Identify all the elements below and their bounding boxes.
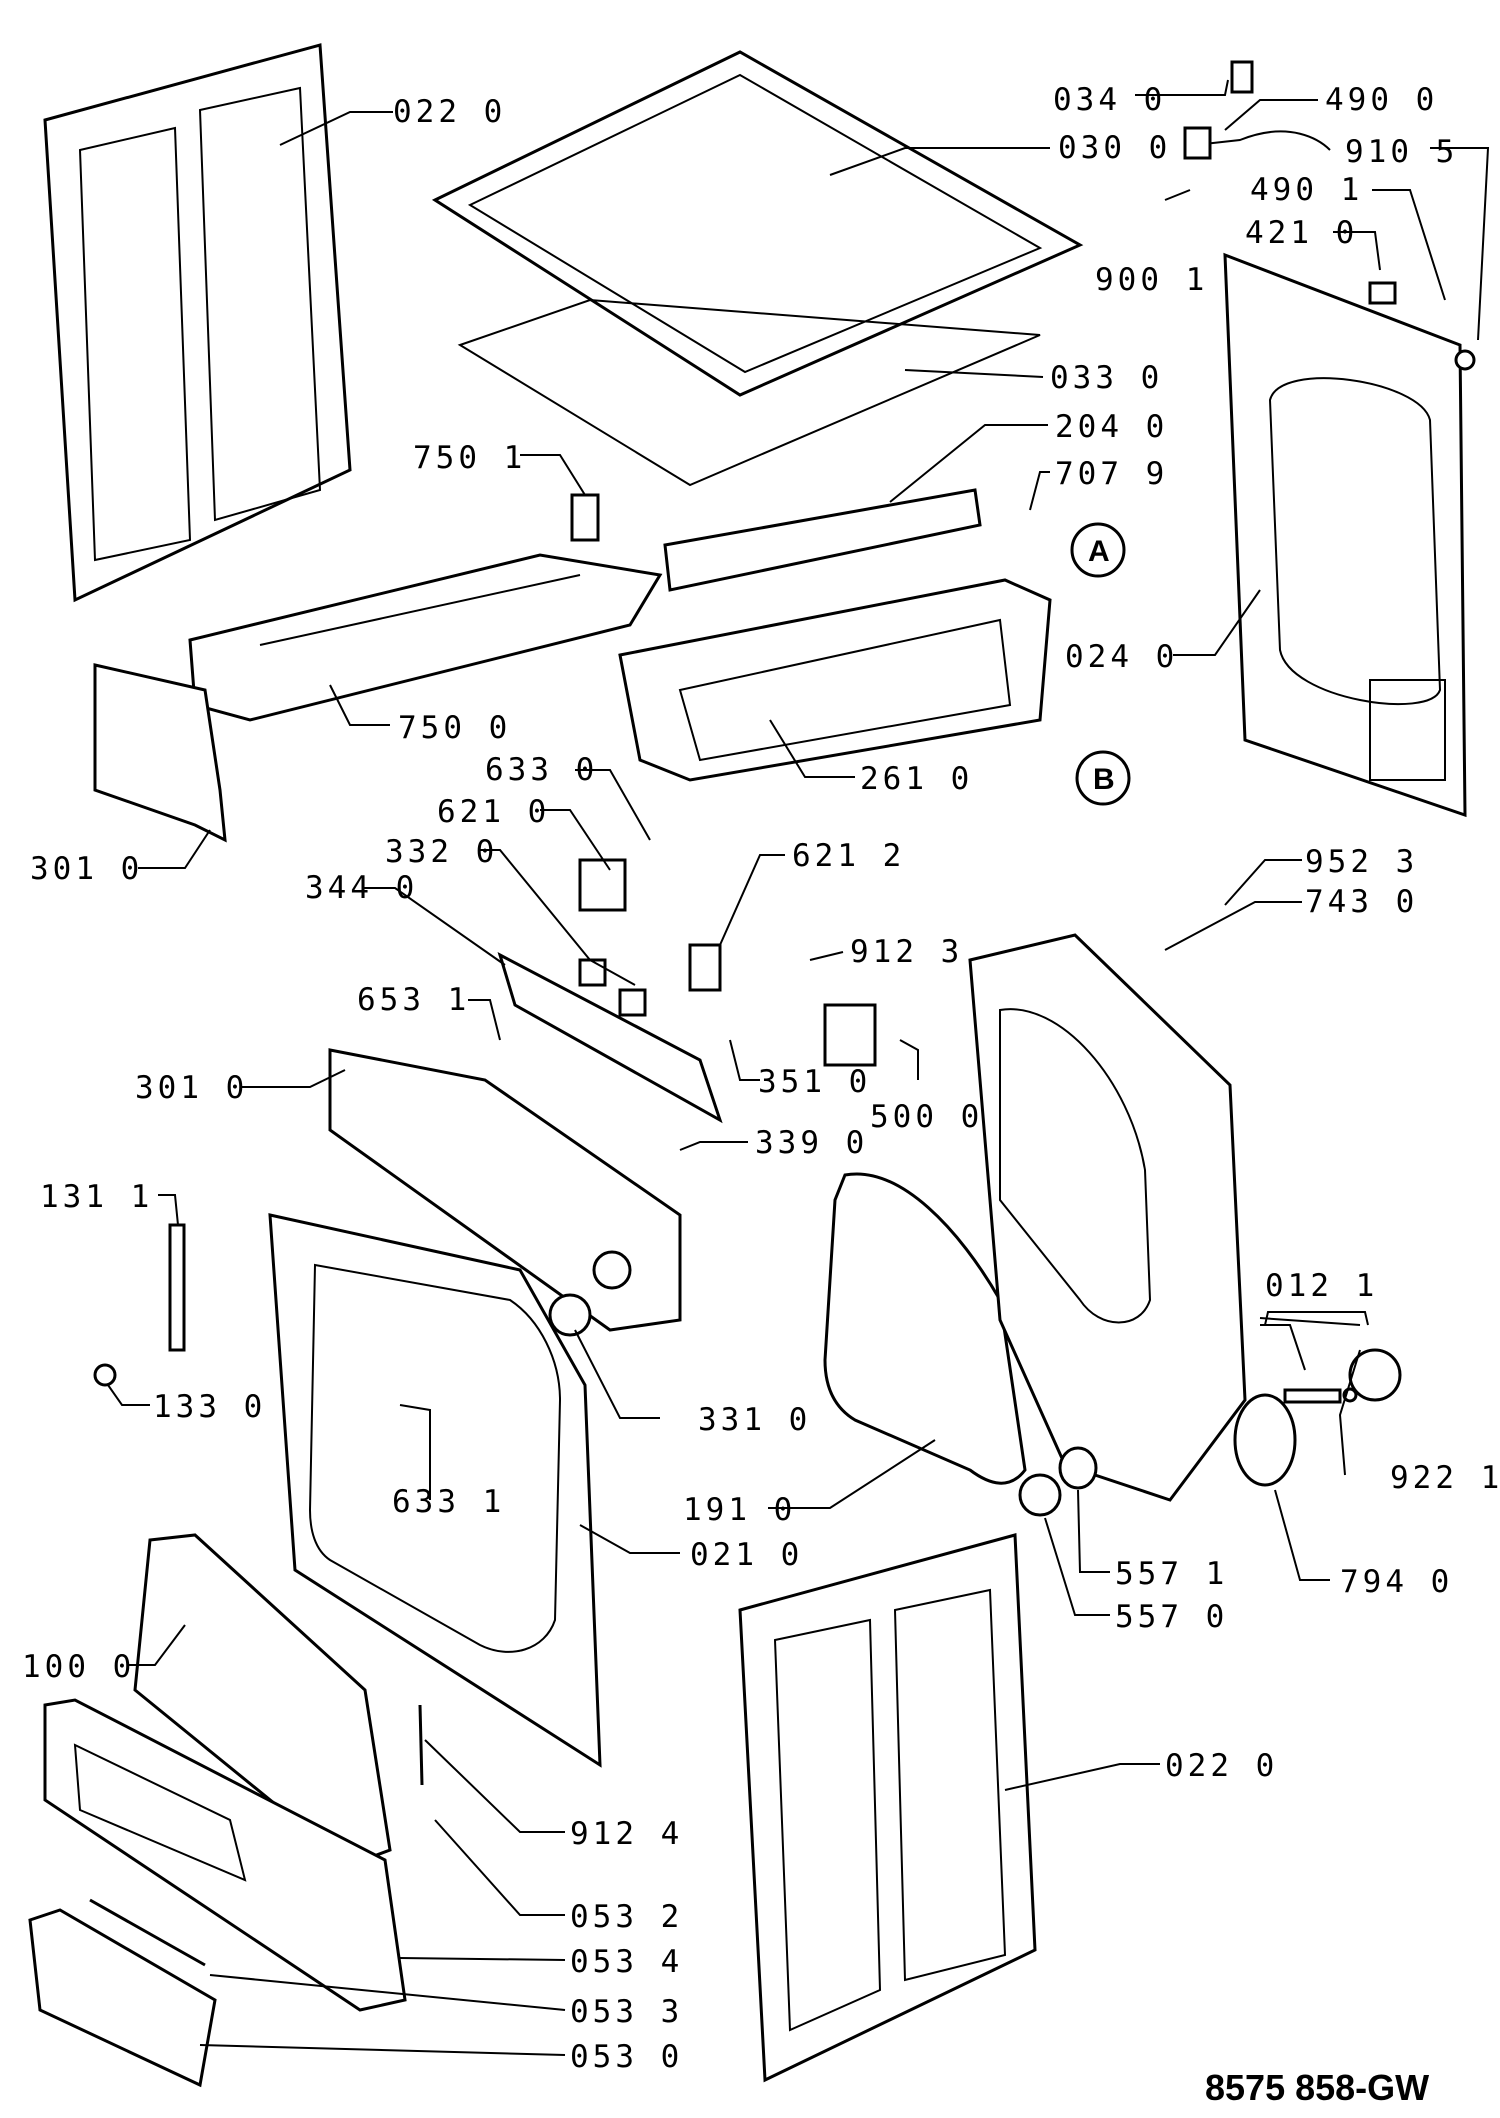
callout-b: B bbox=[1093, 763, 1115, 796]
seal-strip bbox=[663, 488, 982, 592]
label-500-0: 500 0 bbox=[870, 1099, 983, 1135]
label-332-0: 332 0 bbox=[385, 834, 498, 870]
door-panel bbox=[133, 1533, 392, 1867]
label-339-0: 339 0 bbox=[755, 1125, 868, 1161]
label-912-3: 912 3 bbox=[850, 934, 963, 970]
callout-a: A bbox=[1088, 535, 1110, 568]
label-012-1: 012 1 bbox=[1265, 1268, 1378, 1304]
label-331-0: 331 0 bbox=[698, 1402, 811, 1438]
top-cover bbox=[431, 50, 1084, 397]
label-024-0: 024 0 bbox=[1065, 639, 1178, 675]
label-204-0: 204 0 bbox=[1055, 409, 1168, 445]
side-panel-right bbox=[738, 1533, 1037, 2083]
top-plate bbox=[457, 298, 1041, 487]
label-022-0-bottom: 022 0 bbox=[1165, 1748, 1278, 1784]
label-022-0-top: 022 0 bbox=[393, 94, 506, 130]
door-latch bbox=[93, 1363, 117, 1387]
screw bbox=[1454, 349, 1476, 371]
switch-332 bbox=[578, 958, 607, 987]
label-053-0: 053 0 bbox=[570, 2039, 683, 2075]
label-633-1: 633 1 bbox=[392, 1484, 505, 1520]
label-351-0: 351 0 bbox=[758, 1064, 871, 1100]
plinth-grille bbox=[28, 1908, 217, 2088]
water-container bbox=[188, 553, 663, 722]
relay-621-2 bbox=[688, 943, 722, 992]
label-621-0: 621 0 bbox=[437, 794, 550, 830]
label-750-0: 750 0 bbox=[398, 710, 511, 746]
side-panel-left bbox=[43, 43, 352, 603]
control-panel bbox=[328, 1048, 682, 1332]
power-plug bbox=[1183, 126, 1212, 160]
label-707-9: 707 9 bbox=[1055, 456, 1168, 492]
label-344-0: 344 0 bbox=[305, 870, 418, 906]
leader-lines bbox=[107, 79, 1490, 2056]
label-100-0: 100 0 bbox=[22, 1649, 135, 1685]
label-900-1: 900 1 bbox=[1095, 262, 1208, 298]
relay-621 bbox=[578, 858, 627, 912]
label-301-0-panel: 301 0 bbox=[135, 1070, 248, 1106]
label-743-0: 743 0 bbox=[1305, 884, 1418, 920]
timer-500 bbox=[823, 1003, 877, 1067]
label-053-2: 053 2 bbox=[570, 1899, 683, 1935]
label-021-0: 021 0 bbox=[690, 1537, 803, 1573]
label-053-3: 053 3 bbox=[570, 1994, 683, 2030]
switch-332b bbox=[618, 988, 647, 1017]
air-duct bbox=[618, 578, 1052, 782]
part-number-labels: 022 0 030 0 034 0 490 0 910 5 490 1 421 … bbox=[22, 82, 1500, 2075]
label-621-2: 621 2 bbox=[792, 838, 905, 874]
callout-markers: A B bbox=[1088, 535, 1115, 796]
grille-strip bbox=[89, 1898, 206, 1967]
label-633-0: 633 0 bbox=[485, 752, 598, 788]
callout-a-circle bbox=[1070, 522, 1126, 578]
label-952-3: 952 3 bbox=[1305, 844, 1418, 880]
label-557-0: 557 0 bbox=[1115, 1599, 1228, 1635]
label-557-1: 557 1 bbox=[1115, 1556, 1228, 1592]
label-030-0: 030 0 bbox=[1058, 130, 1171, 166]
control-knob bbox=[548, 1293, 592, 1337]
label-131-1: 131 1 bbox=[40, 1179, 153, 1215]
label-922-1: 922 1 bbox=[1390, 1460, 1500, 1496]
container-cover bbox=[93, 663, 227, 843]
seal-557-1 bbox=[1058, 1446, 1098, 1490]
label-191-0: 191 0 bbox=[683, 1492, 796, 1528]
filter-box bbox=[1368, 281, 1397, 305]
label-490-1: 490 1 bbox=[1250, 172, 1363, 208]
label-794-0: 794 0 bbox=[1340, 1564, 1453, 1600]
label-490-0: 490 0 bbox=[1325, 82, 1438, 118]
label-301-0-top: 301 0 bbox=[30, 851, 143, 887]
front-panel bbox=[268, 1213, 602, 1768]
drum-housing bbox=[968, 933, 1247, 1502]
label-910-5: 910 5 bbox=[1345, 134, 1458, 170]
kick-panel bbox=[43, 1698, 407, 2012]
label-750-1: 750 1 bbox=[413, 440, 526, 476]
back-panel bbox=[1223, 252, 1467, 818]
label-653-1: 653 1 bbox=[357, 982, 470, 1018]
label-261-0: 261 0 bbox=[860, 761, 973, 797]
label-421-0: 421 0 bbox=[1245, 215, 1358, 251]
screw-912-4 bbox=[418, 1704, 424, 1786]
power-cord bbox=[1194, 130, 1331, 151]
fan-wheel bbox=[1348, 1348, 1402, 1402]
door-hinge bbox=[168, 1223, 186, 1352]
label-033-0: 033 0 bbox=[1050, 360, 1163, 396]
label-912-4: 912 4 bbox=[570, 1816, 683, 1852]
label-034-0: 034 0 bbox=[1053, 82, 1166, 118]
control-board bbox=[497, 952, 723, 1124]
container-cap bbox=[570, 493, 600, 542]
label-053-4: 053 4 bbox=[570, 1944, 683, 1980]
drawing-reference: 8575 858-GW bbox=[1205, 2067, 1429, 2108]
fan-shaft bbox=[1283, 1388, 1342, 1404]
label-133-0: 133 0 bbox=[153, 1389, 266, 1425]
seal-557-0 bbox=[1018, 1473, 1062, 1517]
cable-clamp bbox=[1230, 60, 1254, 94]
part-drawings bbox=[28, 43, 1476, 2088]
gasket-ring bbox=[1233, 1393, 1297, 1487]
group-bracket-012-1 bbox=[1264, 1311, 1369, 1326]
callout-b-circle bbox=[1075, 750, 1131, 806]
door-seal bbox=[823, 1172, 1027, 1485]
